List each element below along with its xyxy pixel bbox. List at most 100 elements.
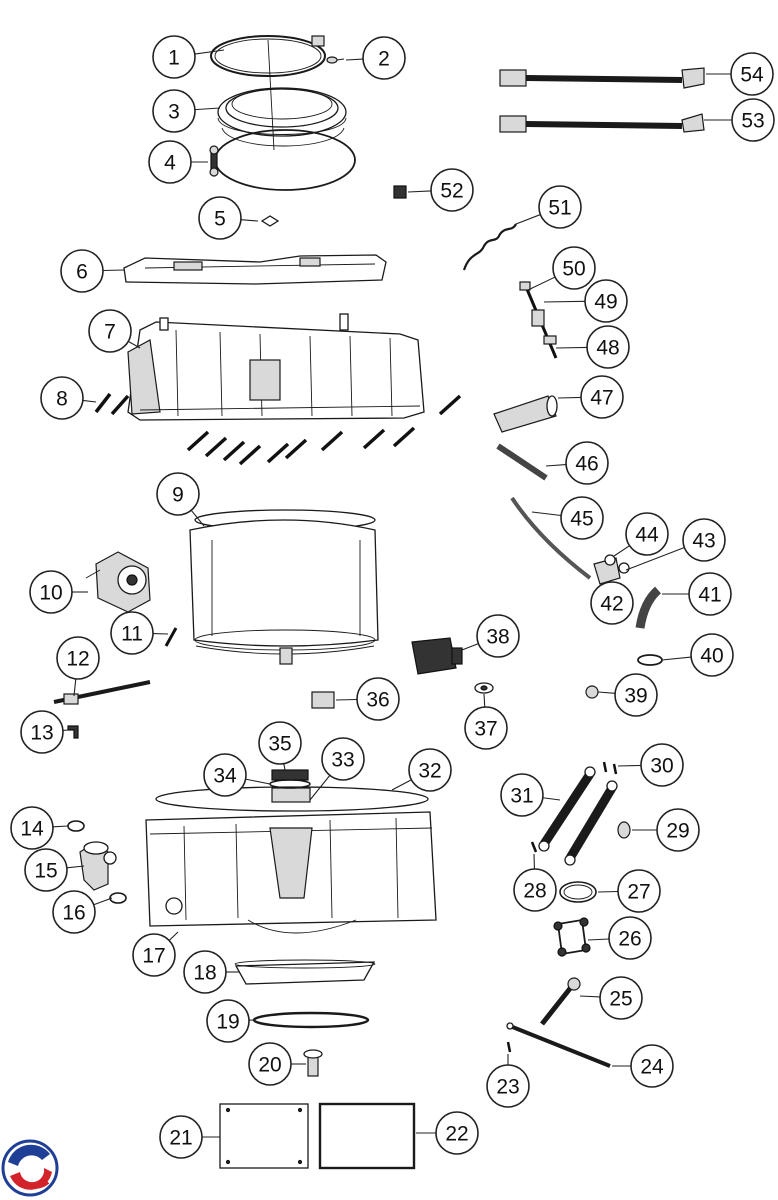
- callout-number: 46: [575, 453, 598, 476]
- callout-30: 30: [640, 743, 684, 787]
- leader-line-35: [283, 763, 286, 771]
- part-26-wire-harness: [553, 917, 591, 957]
- callout-circle: [152, 35, 196, 79]
- callout-5: 5: [198, 196, 242, 240]
- callout-18: 18: [183, 950, 227, 994]
- leader-line-46: [545, 463, 567, 467]
- leader-line-49: [543, 300, 586, 303]
- callout-number: 2: [378, 48, 390, 71]
- part-11-pin: [164, 627, 178, 647]
- callout-26: 26: [608, 916, 652, 960]
- callout-33: 33: [321, 737, 365, 781]
- callout-number: 1: [168, 47, 180, 70]
- callout-circle: [586, 325, 630, 369]
- leader-line-12: [73, 678, 77, 697]
- callout-circle: [656, 808, 700, 852]
- callout-40: 40: [690, 633, 734, 677]
- leader-line-17: [168, 931, 179, 941]
- callout-circle: [630, 1044, 674, 1088]
- leader-line-52: [407, 190, 432, 193]
- callout-circle: [321, 737, 365, 781]
- part-3-bellow-seal: [217, 39, 347, 151]
- callout-34: 34: [203, 753, 247, 797]
- part-35-bearing: [271, 769, 309, 781]
- leader-line-51: [515, 214, 541, 225]
- callout-circle: [159, 1115, 203, 1159]
- callout-circle: [10, 806, 54, 850]
- callout-circle: [730, 52, 774, 96]
- callout-circle: [206, 999, 250, 1043]
- callout-47: 47: [580, 375, 624, 419]
- part-9-inner-drum: [189, 509, 379, 665]
- part-28-screw: [530, 841, 538, 853]
- callout-number: 29: [666, 820, 689, 843]
- callout-9: 9: [156, 472, 200, 516]
- callout-circle: [110, 611, 154, 655]
- callout-circle: [258, 721, 302, 765]
- leader-line-8: [82, 399, 97, 403]
- callout-number: 34: [213, 765, 237, 788]
- callout-number: 35: [268, 733, 291, 756]
- callout-circle: [538, 185, 582, 229]
- callout-49: 49: [584, 279, 628, 323]
- callout-number: 52: [440, 180, 463, 203]
- part-39-fastener: [585, 685, 599, 699]
- part-drawings: [53, 35, 705, 1170]
- callout-circle: [29, 570, 73, 614]
- part-21-mounting-plate: [219, 1103, 309, 1169]
- callout-number: 23: [496, 1076, 519, 1099]
- callout-circle: [500, 773, 544, 817]
- part-15-drain-pump: [79, 841, 117, 891]
- part-31-shock-absorbers: [538, 766, 618, 866]
- part-52-clip: [393, 185, 407, 199]
- callout-50: 50: [552, 246, 596, 290]
- leader-line-47: [557, 396, 582, 399]
- callout-27: 27: [617, 869, 661, 913]
- callout-32: 32: [408, 748, 452, 792]
- part-41-hose: [635, 586, 662, 629]
- leader-line-5: [240, 219, 259, 222]
- callout-number: 22: [445, 1123, 468, 1146]
- callout-2: 2: [362, 36, 406, 80]
- callout-number: 8: [56, 388, 68, 411]
- part-29-washer: [617, 821, 631, 839]
- callout-19: 19: [206, 999, 250, 1043]
- callout-number: 18: [193, 962, 216, 985]
- part-54-inlet-hose: [499, 67, 705, 89]
- leader-line-7: [127, 340, 141, 349]
- part-47-capacitor: [493, 395, 558, 433]
- callout-37: 37: [464, 706, 508, 750]
- callout-circle: [464, 706, 508, 750]
- callout-24: 24: [630, 1044, 674, 1088]
- callout-number: 24: [640, 1056, 664, 1079]
- callout-number: 20: [258, 1054, 281, 1077]
- callout-number: 53: [741, 110, 764, 133]
- part-51-spring: [462, 223, 517, 271]
- callout-53: 53: [731, 98, 775, 142]
- callout-35: 35: [258, 721, 302, 765]
- part-53-inlet-hose: [499, 113, 705, 133]
- callout-42: 42: [590, 581, 634, 625]
- part-6-top-rail: [123, 254, 387, 285]
- callout-7: 7: [88, 309, 132, 353]
- part-25-hinge-pin: [540, 977, 581, 1026]
- callout-circle: [584, 279, 628, 323]
- callout-number: 11: [121, 623, 143, 646]
- callout-number: 12: [66, 648, 89, 671]
- callout-54: 54: [730, 52, 774, 96]
- callout-20: 20: [248, 1042, 292, 1086]
- part-7-tub-upper: [127, 313, 425, 421]
- callout-number: 19: [216, 1011, 239, 1034]
- callout-number: 38: [486, 626, 509, 649]
- callout-3: 3: [152, 89, 196, 133]
- part-16-oring: [109, 892, 127, 904]
- callout-22: 22: [435, 1111, 479, 1155]
- part-13-bracket: [67, 725, 79, 739]
- callout-number: 45: [570, 508, 593, 531]
- callout-number: 5: [214, 208, 226, 231]
- leader-line-1: [194, 49, 225, 55]
- callout-circle: [682, 518, 726, 562]
- callout-circle: [608, 916, 652, 960]
- callout-number: 41: [698, 584, 721, 607]
- part-18-pulley: [234, 959, 376, 985]
